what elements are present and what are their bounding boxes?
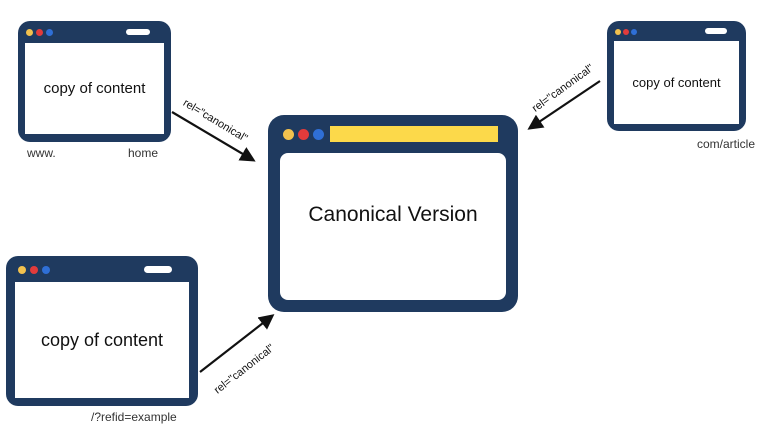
- window-dot-blue-icon: [46, 29, 53, 36]
- window-content: copy of content: [614, 41, 739, 124]
- window-content: copy of content: [25, 43, 164, 134]
- arrow-top-left: [171, 111, 256, 162]
- window-pill: [705, 28, 727, 34]
- canonical-window: Canonical Version: [268, 115, 518, 312]
- window-dot-yellow-icon: [26, 29, 33, 36]
- window-pill: [144, 266, 172, 273]
- window-dot-red-icon: [298, 129, 309, 140]
- canonical-title: Canonical Version: [308, 203, 478, 226]
- window-dot-yellow-icon: [283, 129, 294, 140]
- url-label-refid: /?refid=example: [91, 410, 177, 424]
- url-label-www: www.: [27, 146, 56, 160]
- duplicate-window-top-right: copy of content: [607, 21, 746, 131]
- window-dot-red-icon: [623, 29, 629, 35]
- window-content-text: copy of content: [43, 80, 146, 97]
- window-dot-red-icon: [30, 266, 38, 274]
- window-dot-yellow-icon: [18, 266, 26, 274]
- window-dot-blue-icon: [313, 129, 324, 140]
- window-content: copy of content: [15, 282, 189, 398]
- url-label-com-article: com/article: [697, 137, 756, 151]
- window-pill: [126, 29, 150, 35]
- canonical-content: Canonical Version: [280, 153, 506, 300]
- window-dot-blue-icon: [631, 29, 637, 35]
- duplicate-window-top-left: copy of content: [18, 21, 171, 142]
- window-dot-yellow-icon: [615, 29, 621, 35]
- arrow-bottom-left: [199, 314, 275, 373]
- arrow-top-right: [527, 80, 601, 130]
- window-content-text: copy of content: [40, 329, 164, 350]
- window-dot-red-icon: [36, 29, 43, 36]
- duplicate-window-bottom-left: copy of content: [6, 256, 198, 406]
- window-dot-blue-icon: [42, 266, 50, 274]
- window-content-text: copy of content: [632, 75, 721, 90]
- url-label-home: home: [128, 146, 159, 160]
- address-bar: [330, 126, 498, 142]
